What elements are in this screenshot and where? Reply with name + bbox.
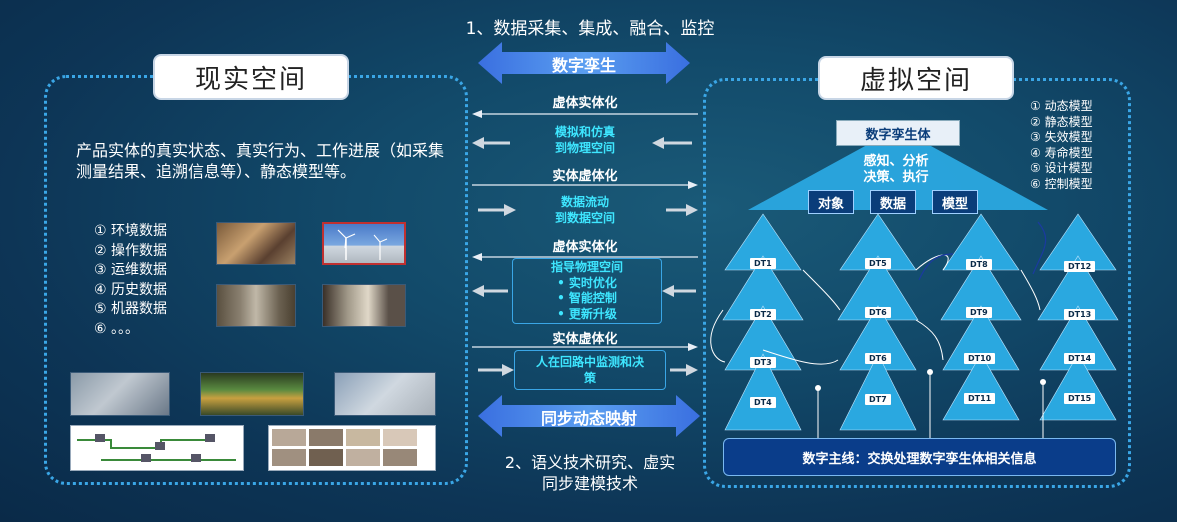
bottom-arrow-label: 同步动态映射 bbox=[540, 409, 637, 428]
monitor-box: 人在回路中监测和决 策 bbox=[514, 354, 666, 386]
dt2-label: DT2 bbox=[750, 309, 776, 320]
bottom-label: 2、语义技术研究、虚实 同步建模技术 bbox=[470, 452, 710, 494]
dt3-label: DT3 bbox=[750, 357, 776, 368]
monitor-line-1: 人在回路中监测和决 bbox=[535, 355, 644, 369]
data-type-list: ① 环境数据 ② 操作数据 ③ 运维数据 ④ 历史数据 ⑤ 机器数据 ⑥ 。。。 bbox=[94, 222, 167, 340]
control-room-photo bbox=[216, 284, 296, 327]
dt14-label: DT14 bbox=[1064, 353, 1096, 364]
virtual-space-title: 虚拟空间 bbox=[818, 56, 1014, 100]
bottom-label-line-2: 同步建模技术 bbox=[541, 474, 638, 493]
workshop-photo bbox=[70, 372, 170, 416]
dt1-label: DT1 bbox=[750, 258, 776, 269]
top-label: 1、数据采集、集成、融合、监控 bbox=[465, 19, 715, 39]
guide-bracket bbox=[512, 258, 662, 324]
virtual-to-physical-heading-2: 虚体实体化 bbox=[552, 240, 618, 255]
left-arrow-line-1 bbox=[472, 110, 698, 118]
guide-box: 指导物理空间 • 实时优化 • 智能控制 • 更新升级 bbox=[512, 260, 662, 322]
dt-trees bbox=[710, 213, 1119, 438]
model-button[interactable]: 模型 bbox=[932, 190, 978, 214]
right-arrow-line-4 bbox=[472, 343, 698, 351]
model-list: ① 动态模型 ② 静态模型 ③ 失效模型 ④ 寿命模型 ⑤ 设计模型 ⑥ 控制模… bbox=[1030, 99, 1093, 193]
list-item: ③ 运维数据 bbox=[94, 262, 168, 279]
guide-title: 指导物理空间 bbox=[550, 260, 623, 274]
simulation-line-2: 到物理空间 bbox=[554, 141, 615, 155]
digital-thread-bar: 数字主线：交换处理数字孪生体相关信息 bbox=[723, 438, 1116, 476]
machine-hall-photo bbox=[322, 284, 406, 327]
dt6b-label: DT6 bbox=[865, 353, 891, 364]
list-item: ① 动态模型 bbox=[1030, 99, 1093, 113]
dt12-label: DT12 bbox=[1064, 261, 1096, 272]
dt4-label: DT4 bbox=[750, 397, 776, 408]
data-flow-line-2: 到数据空间 bbox=[554, 211, 615, 225]
left-arrows-3 bbox=[472, 285, 696, 297]
dt7-label: DT7 bbox=[865, 394, 891, 405]
product-parts-collage bbox=[268, 425, 436, 471]
list-item: ⑤ 设计模型 bbox=[1030, 161, 1093, 176]
data-button[interactable]: 数据 bbox=[870, 190, 916, 214]
dt5-label: DT5 bbox=[865, 258, 891, 269]
twin-function-line-2: 决策、执行 bbox=[863, 170, 929, 185]
monitor-bracket bbox=[514, 350, 666, 390]
bottom-label-line-1: 2、语义技术研究、虚实 bbox=[504, 453, 676, 472]
twin-roof bbox=[748, 128, 1048, 210]
physical-to-virtual-heading-1: 实体虚体化 bbox=[552, 169, 618, 184]
digital-twin-title: 数字孪生体 bbox=[836, 120, 960, 146]
list-item: ④ 寿命模型 bbox=[1030, 145, 1093, 160]
list-item: ② 静态模型 bbox=[1030, 114, 1093, 129]
dt8-label: DT8 bbox=[966, 259, 992, 270]
dt13-label: DT13 bbox=[1064, 309, 1096, 320]
list-item: ⑥ 控制模型 bbox=[1030, 176, 1093, 191]
left-arrow-line-3 bbox=[472, 253, 698, 261]
twin-functions: 感知、分析 决策、执行 bbox=[840, 154, 952, 186]
factory-photo bbox=[216, 222, 296, 265]
process-flow-diagram bbox=[70, 425, 244, 471]
physical-space-title: 现实空间 bbox=[153, 54, 349, 100]
left-arrows-1 bbox=[472, 137, 692, 149]
guide-item: • 更新升级 bbox=[557, 306, 617, 321]
simulation-line-1: 模拟和仿真 bbox=[554, 125, 615, 139]
physical-to-virtual-heading-2: 实体虚体化 bbox=[552, 332, 618, 347]
list-item: ⑥ 。。。 bbox=[94, 320, 140, 337]
production-line-photo bbox=[200, 372, 304, 416]
equipment-model-photo bbox=[334, 372, 436, 416]
dt6-label: DT6 bbox=[865, 307, 891, 318]
dt10-label: DT10 bbox=[964, 353, 996, 364]
dt11-label: DT11 bbox=[964, 393, 996, 404]
bottom-double-arrow bbox=[478, 395, 700, 437]
top-arrow-label: 数字孪生 bbox=[551, 56, 616, 75]
top-double-arrow bbox=[478, 42, 690, 84]
monitor-line-2: 策 bbox=[583, 371, 596, 385]
object-button[interactable]: 对象 bbox=[808, 190, 854, 214]
list-item: ② 操作数据 bbox=[94, 242, 168, 259]
guide-item: • 智能控制 bbox=[557, 291, 617, 305]
dt15-label: DT15 bbox=[1064, 393, 1096, 404]
right-arrows-2 bbox=[478, 204, 698, 216]
list-item: ⑤ 机器数据 bbox=[94, 301, 168, 318]
right-arrows-4 bbox=[478, 364, 698, 376]
list-item: ④ 历史数据 bbox=[94, 281, 168, 298]
list-item: ③ 失效模型 bbox=[1030, 130, 1093, 145]
data-flow-box: 数据流动 到数据空间 bbox=[520, 194, 650, 226]
wind-turbine-photo bbox=[322, 222, 406, 265]
right-arrow-line-2 bbox=[472, 181, 698, 189]
physical-space-description: 产品实体的真实状态、真实行为、工作进展（如采集测量结果、追溯信息等）、静态模型等… bbox=[76, 141, 445, 181]
twin-function-line-1: 感知、分析 bbox=[863, 154, 929, 169]
simulation-box: 模拟和仿真 到物理空间 bbox=[520, 124, 650, 156]
list-item: ① 环境数据 bbox=[94, 223, 168, 239]
data-flow-line-1: 数据流动 bbox=[560, 195, 609, 209]
dt9-label: DT9 bbox=[966, 307, 992, 318]
virtual-to-physical-heading-1: 虚体实体化 bbox=[552, 96, 618, 111]
guide-item: • 实时优化 bbox=[557, 275, 617, 290]
